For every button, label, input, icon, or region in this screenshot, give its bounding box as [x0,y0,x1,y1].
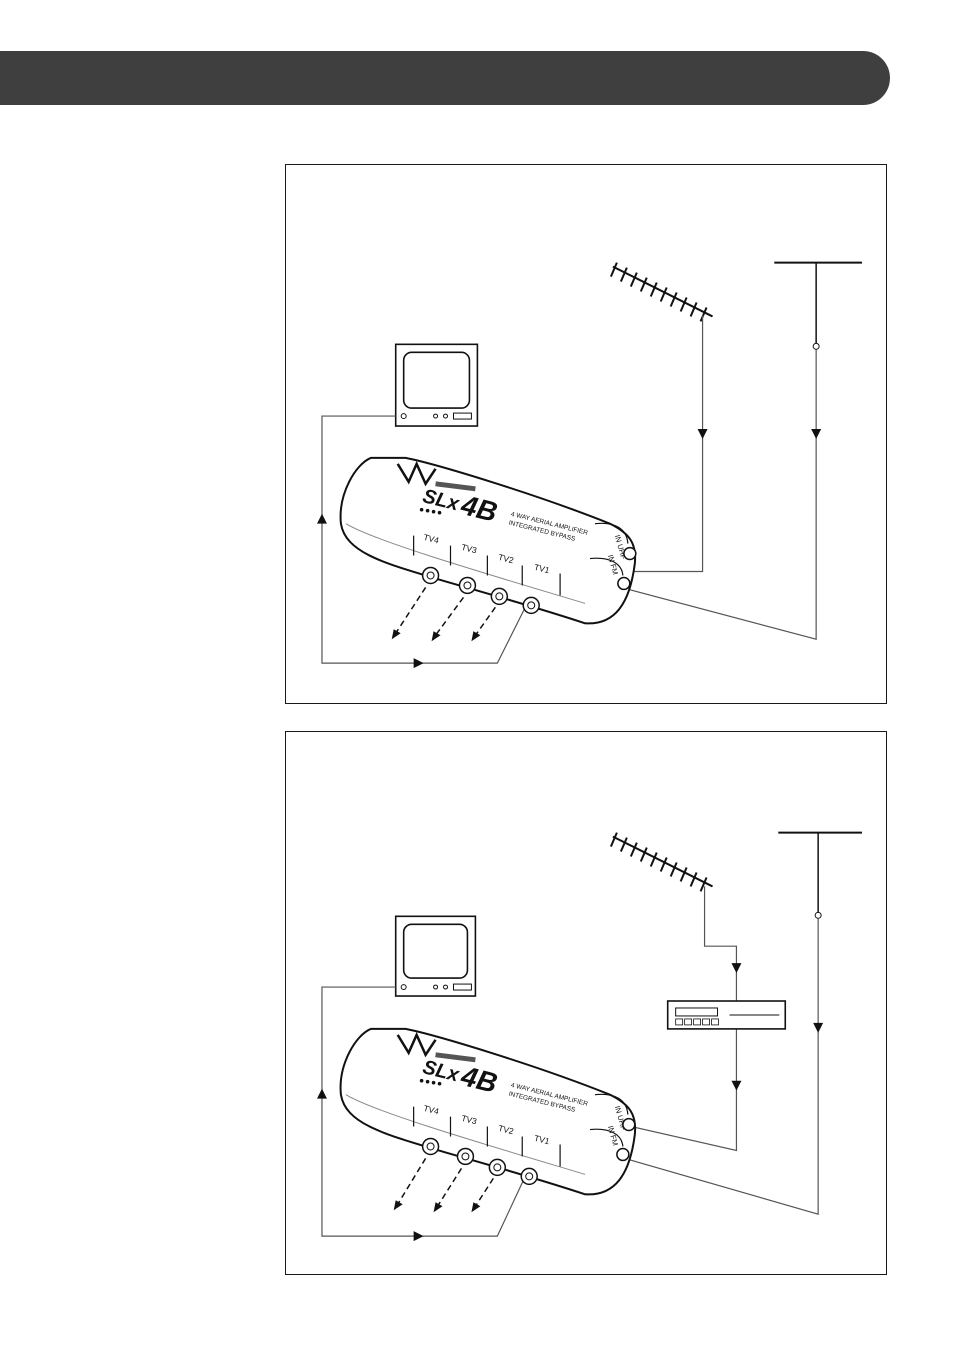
fm-input-connector-icon [618,577,630,589]
tv-up-arrow [317,514,327,524]
uhf-feed-cable [630,314,703,571]
uhf-signal-arrow [698,429,708,439]
amplifier-unit: SLx 4B 4 WAY AERIAL AMPLIFIER INTEGRATED… [341,458,636,624]
television-icon [396,344,478,426]
spare-output-leads [396,587,496,635]
set-top-box-icon [668,1001,786,1029]
tv1-return-arrow [414,658,424,668]
fm-input-connector-icon [617,1148,629,1160]
connection-diagram-1: SLx 4B 4 WAY AERIAL AMPLIFIER INTEGRATED… [286,165,886,703]
tv-up-arrow [317,1089,327,1099]
fm-feed-cable [625,918,818,1214]
uhf-input-connector-icon [624,548,636,560]
stb-output-arrow [731,1081,741,1091]
tv1-return-arrow [414,1231,424,1241]
uhf-signal-arrow [731,963,741,973]
fm-signal-arrow [813,1023,823,1033]
amplifier-unit: SLx 4B 4 WAY AERIAL AMPLIFIER INTEGRATED… [341,1029,636,1195]
fm-antenna-icon [774,263,862,350]
spare-output-leads [398,1158,494,1206]
fm-feed-cable [625,349,816,639]
uhf-antenna-icon [611,833,713,892]
header-bar [0,51,890,105]
uhf-input-connector-icon [623,1119,635,1131]
diagram-panel-set-top-box: SLx 4B 4 WAY AERIAL AMPLIFIER INTEGRATED… [285,731,887,1275]
television-icon [396,916,476,996]
uhf-antenna-icon [611,263,713,322]
connection-diagram-2: SLx 4B 4 WAY AERIAL AMPLIFIER INTEGRATED… [286,732,886,1274]
fm-antenna-icon [778,833,862,919]
fm-signal-arrow [811,429,821,439]
diagram-panel-direct: SLx 4B 4 WAY AERIAL AMPLIFIER INTEGRATED… [285,164,887,704]
